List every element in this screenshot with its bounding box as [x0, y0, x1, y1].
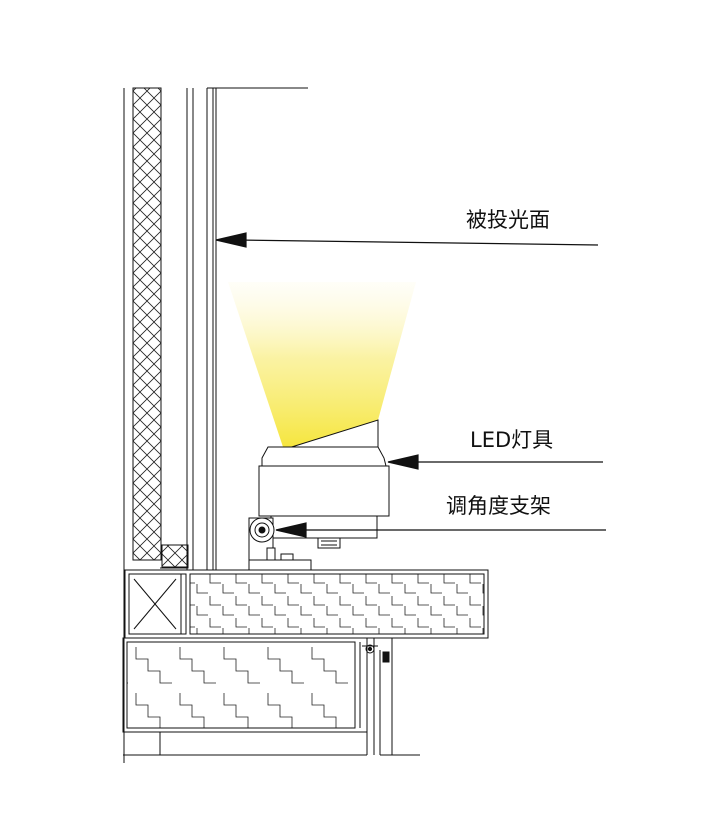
led-fixture: [258, 419, 390, 549]
lower-slab: [122, 637, 420, 756]
arrowhead-bracket: [275, 522, 307, 538]
upper-slab: [124, 569, 489, 639]
arrowhead-surface: [215, 232, 247, 248]
label-surface: 被投光面: [466, 208, 550, 232]
leaders: [215, 232, 606, 538]
angle-bracket: [160, 544, 189, 569]
leader-surface: [235, 239, 599, 246]
label-bracket: 调角度支架: [446, 494, 551, 518]
arrowhead-fixture: [387, 454, 419, 470]
adjustable-bracket: [248, 517, 312, 571]
label-fixture: LED灯具: [470, 428, 553, 452]
wall-section: [123, 87, 308, 763]
light-beam: [228, 282, 416, 450]
